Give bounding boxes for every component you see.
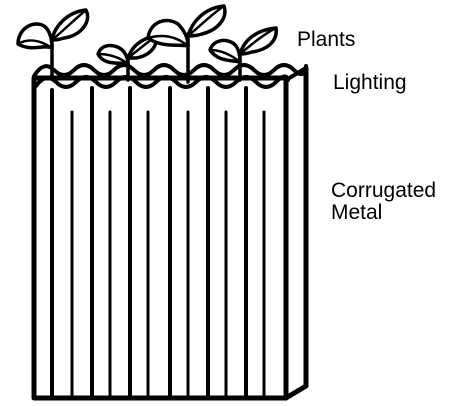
plants bbox=[16, 4, 278, 84]
label-corrugated-metal: Corrugated Metal bbox=[331, 179, 437, 225]
seedling-1 bbox=[16, 8, 90, 80]
seedling-2 bbox=[96, 34, 158, 82]
label-plants: Plants bbox=[297, 28, 356, 51]
label-corrugated-metal-line1: Corrugated bbox=[331, 179, 437, 202]
planter-box bbox=[31, 65, 309, 401]
seedling-4 bbox=[208, 26, 278, 82]
seedling-3 bbox=[146, 4, 227, 84]
label-corrugated-metal-line2: Metal bbox=[331, 201, 383, 225]
planter-side-face bbox=[283, 65, 309, 401]
corrugation-grooves bbox=[70, 110, 266, 398]
label-lighting: Lighting bbox=[333, 71, 407, 94]
lighting-wave-front bbox=[34, 74, 290, 89]
lighting-wave-back bbox=[32, 63, 308, 78]
lighting-strip bbox=[32, 63, 308, 89]
corrugation-ribs bbox=[50, 86, 248, 400]
